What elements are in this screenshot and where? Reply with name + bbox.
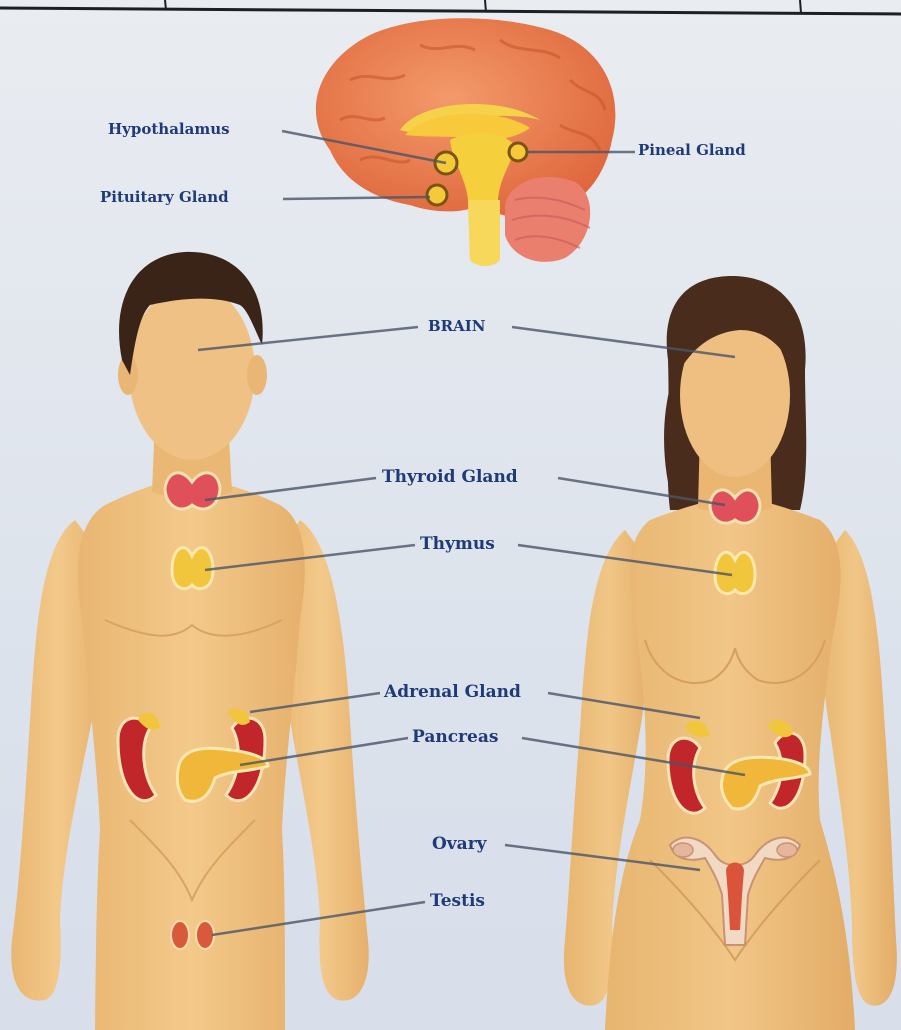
table-top-border [0,0,901,14]
label-adrenal-gland: Adrenal Gland [384,684,521,701]
label-ovary: Ovary [432,836,487,853]
label-pituitary-gland: Pituitary Gland [100,190,229,205]
label-brain: BRAIN [428,319,486,334]
brain-illustration [316,18,615,266]
male-figure [11,252,369,1030]
label-hypothalamus: Hypothalamus [108,122,230,137]
label-thymus: Thymus [420,536,495,553]
female-figure [564,276,897,1030]
label-thyroid-gland: Thyroid Gland [382,469,518,486]
label-testis: Testis [430,893,485,910]
label-pineal-gland: Pineal Gland [638,143,746,158]
label-pancreas: Pancreas [412,729,498,746]
